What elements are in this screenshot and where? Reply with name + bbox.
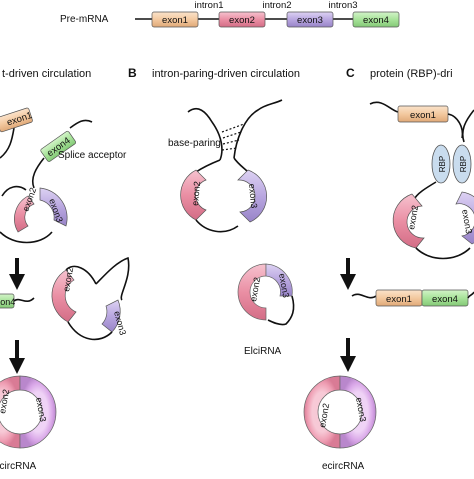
panel-b-exon3-label: exon3 — [247, 183, 259, 208]
premrna-intron1-label: intron1 — [194, 0, 223, 11]
premrna-exon1-box — [151, 11, 199, 28]
premrna-exon1-label: exon1 — [162, 15, 188, 26]
panel-c-rbp-left: RBP — [431, 144, 451, 184]
premrna-intron3-label: intron3 — [328, 0, 357, 11]
panel-a-top-intron — [1, 185, 27, 197]
panel-b: B intron-paring-driven circulation base-… — [128, 66, 377, 472]
panel-a-splice-acceptor: Splice acceptor — [58, 150, 127, 161]
panel-a-mid-tail — [13, 297, 35, 302]
panel-b-letter: B — [128, 66, 137, 80]
panel-a-lariat-bottom — [67, 321, 113, 341]
panel-c-left-tail — [369, 101, 399, 113]
panel-a-product-label: ecircRNA — [0, 461, 37, 472]
premrna-label: Pre-mRNA — [60, 14, 109, 25]
panel-a-intron-left — [0, 127, 15, 159]
panel-c-exon2-arc — [392, 193, 425, 249]
premrna-exon4-label: exon4 — [363, 15, 389, 26]
panel-a-connector — [31, 157, 45, 189]
panel-c-exon3-label: exon3 — [460, 209, 474, 235]
panel-b-final-exon3-label: exon3 — [354, 397, 368, 423]
panel-a-title: t-driven circulation — [2, 68, 91, 80]
panel-b-bottom-intron — [195, 219, 239, 233]
panel-b-retained-intron — [267, 295, 295, 326]
panel-c-linear-exon1-label: exon1 — [386, 294, 412, 305]
panel-b-base-pairing-label: base-paring — [168, 138, 221, 149]
premrna-exon3-box — [286, 11, 334, 28]
premrna-exon3-label: exon3 — [297, 15, 323, 26]
panel-c: C protein (RBP)-dri exon1 RBP RBP exon2 … — [340, 66, 474, 372]
premrna-exon2-box — [218, 11, 266, 28]
panel-a-mid-exon4-label: exon4 — [0, 297, 15, 307]
panel-c-linear-tail-right — [467, 291, 474, 299]
panel-b-title: intron-paring-driven circulation — [152, 68, 300, 80]
panel-c-exon2-label: exon2 — [406, 204, 420, 230]
premrna-row: Pre-mRNA exon1 exon2 exon3 exon4 intron1… — [60, 0, 400, 28]
panel-a-intron-right — [69, 119, 93, 129]
panel-c-exon3-arc — [455, 191, 474, 245]
panel-b-final-exon2-label: exon2 — [317, 402, 331, 428]
premrna-intron2-label: intron2 — [262, 0, 291, 11]
premrna-exon2-label: exon2 — [229, 15, 255, 26]
panel-b-right-intron — [233, 99, 283, 159]
panel-b-ecirc-ring: exon2 exon3 — [303, 375, 377, 449]
panel-b-elci-ring: exon2 exon3 — [237, 263, 295, 326]
panel-c-rbp2-label: RBP — [459, 156, 468, 172]
panel-c-bottom-intron — [415, 247, 471, 260]
panel-b-exon2-label: exon2 — [190, 181, 202, 206]
panel-b-ring-exon2-label: exon2 — [248, 276, 262, 302]
panel-a-mid-exon2-label: exon2 — [61, 266, 75, 292]
panel-c-exon1-label: exon1 — [410, 110, 436, 121]
panel-a-exon2-label: exon2 — [20, 186, 38, 212]
panel-a-lariat-top — [65, 265, 97, 285]
panel-a-exon1-block: exon1 — [0, 107, 34, 133]
panel-a-exon2-arc — [14, 195, 35, 233]
panel-c-rbp-right: RBP — [452, 144, 472, 184]
panel-a-lariat-right — [95, 256, 130, 301]
panel-b-elcirna-label: ElciRNA — [244, 346, 282, 357]
panel-a-bottom-intron — [0, 231, 53, 244]
panel-c-linear-exon4-label: exon4 — [432, 294, 458, 305]
panel-b-left-intron — [187, 107, 223, 161]
premrna-exon4-box — [352, 11, 400, 28]
panel-a-ring-exon2-label: exon2 — [0, 388, 11, 414]
panel-c-title: protein (RBP)-dri — [370, 68, 453, 80]
panel-a-exon3-arc — [39, 187, 68, 227]
panel-a-ecirc-ring: exon2 exon3 — [0, 375, 57, 449]
panel-b-product-label: ecircRNA — [322, 461, 365, 472]
panel-b-base-pairing-dashes — [221, 123, 245, 151]
panel-c-linear-tail-left — [351, 293, 377, 299]
panel-a: t-driven circulation exon1 exon4 Splice … — [0, 68, 130, 472]
panel-b-exon2-arc — [180, 169, 207, 221]
panel-b-ring-exon3-label: exon3 — [277, 273, 291, 299]
panel-c-rbp1-label: RBP — [438, 156, 447, 172]
panel-b-exon3-arc — [237, 169, 267, 223]
panel-a-ring-exon3-label: exon3 — [34, 397, 48, 423]
panel-c-letter: C — [346, 66, 355, 80]
